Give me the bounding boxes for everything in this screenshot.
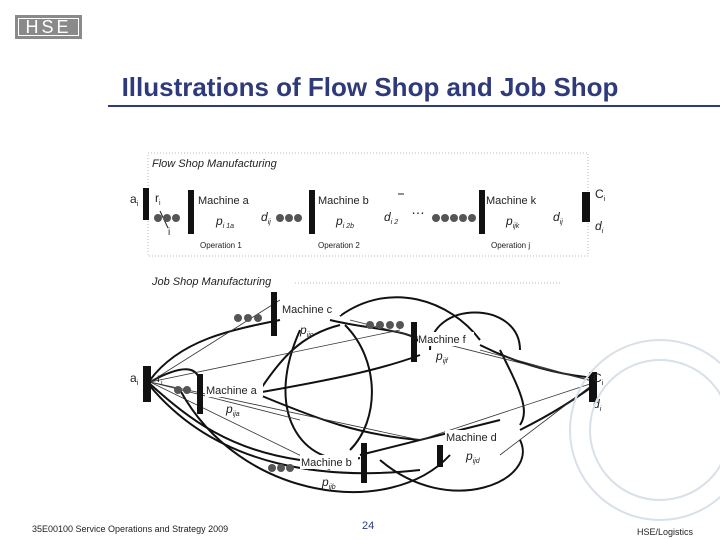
slide-title: Illustrations of Flow Shop and Job Shop (121, 72, 619, 102)
job-machine-c-time: pijc (299, 323, 314, 339)
flow-shop-heading: Flow Shop Manufacturing (152, 158, 278, 170)
footer-course: 35E00100 Service Operations and Strategy… (32, 524, 229, 534)
job-machine-d-time: pijd (465, 449, 481, 465)
flow-operation-1: Operation 1 (200, 241, 242, 250)
hse-logo: HSE (15, 15, 82, 39)
job-ci-label: Ci (593, 371, 604, 387)
job-machine-d-bar (437, 445, 443, 467)
flow-machine-b-due: di 2 (384, 210, 398, 226)
job-machine-f-time: pijf (435, 349, 449, 365)
flow-machine-a-name: Machine a (198, 195, 250, 207)
flow-machine-a-time: pi 1a (215, 214, 234, 230)
flow-shop-frame (147, 152, 589, 257)
flow-machine-k-bar (479, 190, 485, 234)
flow-operation-j: Operation j (491, 241, 530, 250)
job-ai-label: ai (130, 371, 139, 387)
job-ri-label: ri (157, 371, 163, 387)
job-machine-c-bar (271, 292, 277, 336)
flow-i-label: i (168, 227, 170, 238)
flow-di-label: di (595, 219, 604, 235)
job-di-label: di (593, 397, 602, 413)
footer-department: HSE/Logistics (637, 527, 694, 537)
flow-machine-k-time: pijk (505, 214, 520, 230)
job-arrival-bar (143, 366, 151, 402)
job-machine-a-time: pija (225, 402, 240, 418)
job-machine-d-name: Machine d (446, 432, 497, 444)
flow-queue-k (432, 214, 476, 222)
job-machine-a-bar (197, 374, 203, 414)
flow-machine-b-bar (309, 190, 315, 234)
flow-arrival-bar (143, 188, 149, 220)
flow-machine-b-name: Machine b (318, 195, 369, 207)
job-queue-a (174, 386, 191, 394)
flow-queue-1 (154, 214, 180, 222)
job-machine-b-time: pijb (321, 475, 336, 491)
job-machine-a-name: Machine a (206, 385, 258, 397)
job-machine-f-label-bg (418, 332, 474, 346)
job-machine-b-bar (361, 443, 367, 483)
job-queue-b (268, 464, 294, 472)
flow-ci-label: Ci (595, 187, 606, 203)
job-machine-c-label-bg (281, 301, 341, 315)
flow-machine-k-due: dij (553, 210, 563, 226)
page-number: 24 (362, 520, 375, 532)
flow-machine-a-due: dij (261, 210, 271, 226)
job-shop-heading: Job Shop Manufacturing (151, 276, 272, 288)
job-machine-d-label-bg (445, 430, 503, 444)
job-queue-f (366, 321, 404, 329)
job-machine-f-name: Machine f (418, 334, 467, 346)
university-seal-watermark (569, 339, 720, 521)
flow-ellipsis: … (411, 201, 425, 217)
title-underline (108, 105, 720, 107)
flow-queue-2 (276, 214, 302, 222)
job-queue-c (234, 314, 262, 322)
flow-ai-label: ai (130, 192, 139, 208)
flow-machine-k-name: Machine k (486, 195, 537, 207)
flow-ri-label: ri (155, 191, 161, 207)
job-machine-b-name: Machine b (301, 457, 352, 469)
flow-machine-a-bar (188, 190, 194, 234)
job-machine-f-bar (411, 322, 417, 362)
flow-completion-bar (582, 192, 590, 222)
job-completion-bar (589, 372, 597, 402)
flow-machine-b-time: pi 2b (335, 214, 354, 230)
job-machine-c-name: Machine c (282, 304, 333, 316)
job-machine-a-label-bg (205, 383, 263, 397)
flow-operation-2: Operation 2 (318, 241, 360, 250)
job-machine-b-label-bg (300, 455, 358, 469)
